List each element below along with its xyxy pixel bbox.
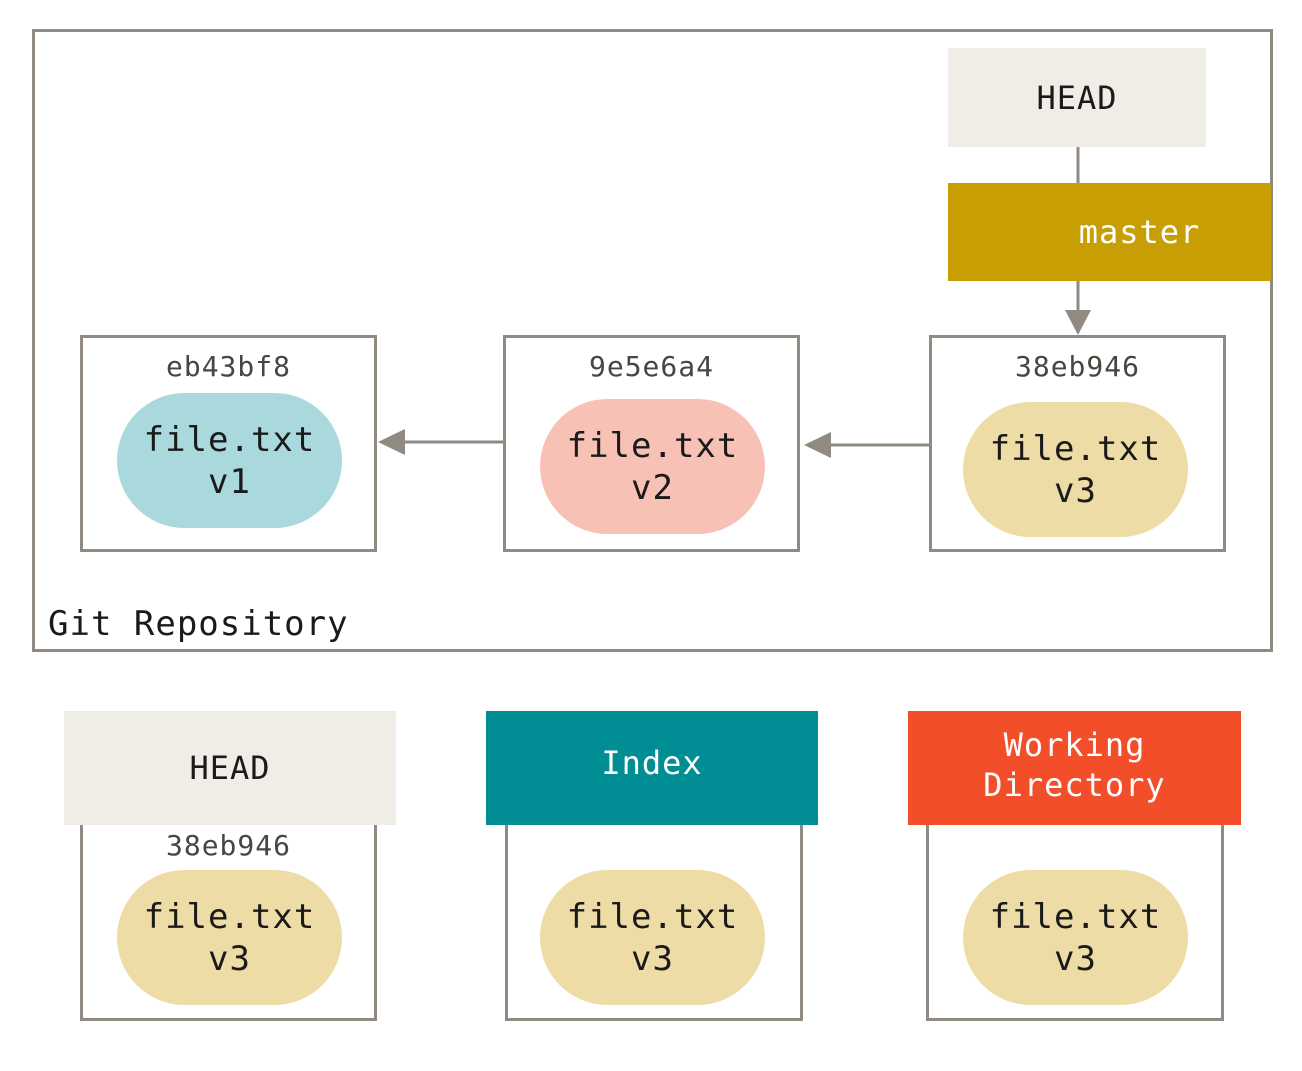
file-version: v3 bbox=[1054, 938, 1097, 979]
file-version: v3 bbox=[631, 938, 674, 979]
master-branch-ref: master bbox=[948, 183, 1271, 281]
commit-hash: eb43bf8 bbox=[165, 350, 291, 383]
master-to-commit-arrowhead bbox=[1065, 310, 1091, 335]
file-name: file.txt bbox=[989, 428, 1162, 469]
file-blob-v1: file.txt v1 bbox=[117, 393, 342, 528]
file-name: file.txt bbox=[566, 896, 739, 937]
commit-hash: 9e5e6a4 bbox=[588, 350, 714, 383]
file-name: file.txt bbox=[143, 896, 316, 937]
working-directory-label-line2: Directory bbox=[983, 766, 1166, 804]
commit-box-38eb946 bbox=[929, 335, 1226, 552]
file-name: file.txt bbox=[566, 425, 739, 466]
commit-box-eb43bf8 bbox=[80, 335, 377, 552]
commit-hash: 38eb946 bbox=[1014, 350, 1140, 383]
commit-box-9e5e6a4 bbox=[503, 335, 800, 552]
file-name: file.txt bbox=[989, 896, 1162, 937]
head-ref: HEAD bbox=[948, 48, 1206, 147]
working-directory-label-line1: Working bbox=[1003, 726, 1146, 764]
file-version: v2 bbox=[631, 467, 674, 508]
file-version: v1 bbox=[208, 461, 251, 502]
index-file-blob: file.txt v3 bbox=[540, 870, 765, 1005]
file-blob-v2: file.txt v2 bbox=[540, 399, 765, 534]
file-name: file.txt bbox=[143, 419, 316, 460]
head-tree-label: HEAD bbox=[64, 711, 396, 825]
head-file-blob: file.txt v3 bbox=[117, 870, 342, 1005]
git-repository-label: Git Repository bbox=[48, 604, 349, 644]
file-version: v3 bbox=[1054, 470, 1097, 511]
commit2-to-commit1-arrowhead bbox=[378, 429, 405, 455]
working-directory-file-blob: file.txt v3 bbox=[963, 870, 1188, 1005]
git-repository-frame bbox=[32, 29, 1273, 652]
file-version: v3 bbox=[208, 938, 251, 979]
file-blob-v3: file.txt v3 bbox=[963, 402, 1188, 537]
working-directory-tree-label: Working Directory bbox=[908, 711, 1241, 825]
commit-hash: 38eb946 bbox=[165, 829, 291, 862]
index-tree-label: Index bbox=[486, 711, 818, 825]
commit3-to-commit2-arrowhead bbox=[804, 432, 831, 458]
